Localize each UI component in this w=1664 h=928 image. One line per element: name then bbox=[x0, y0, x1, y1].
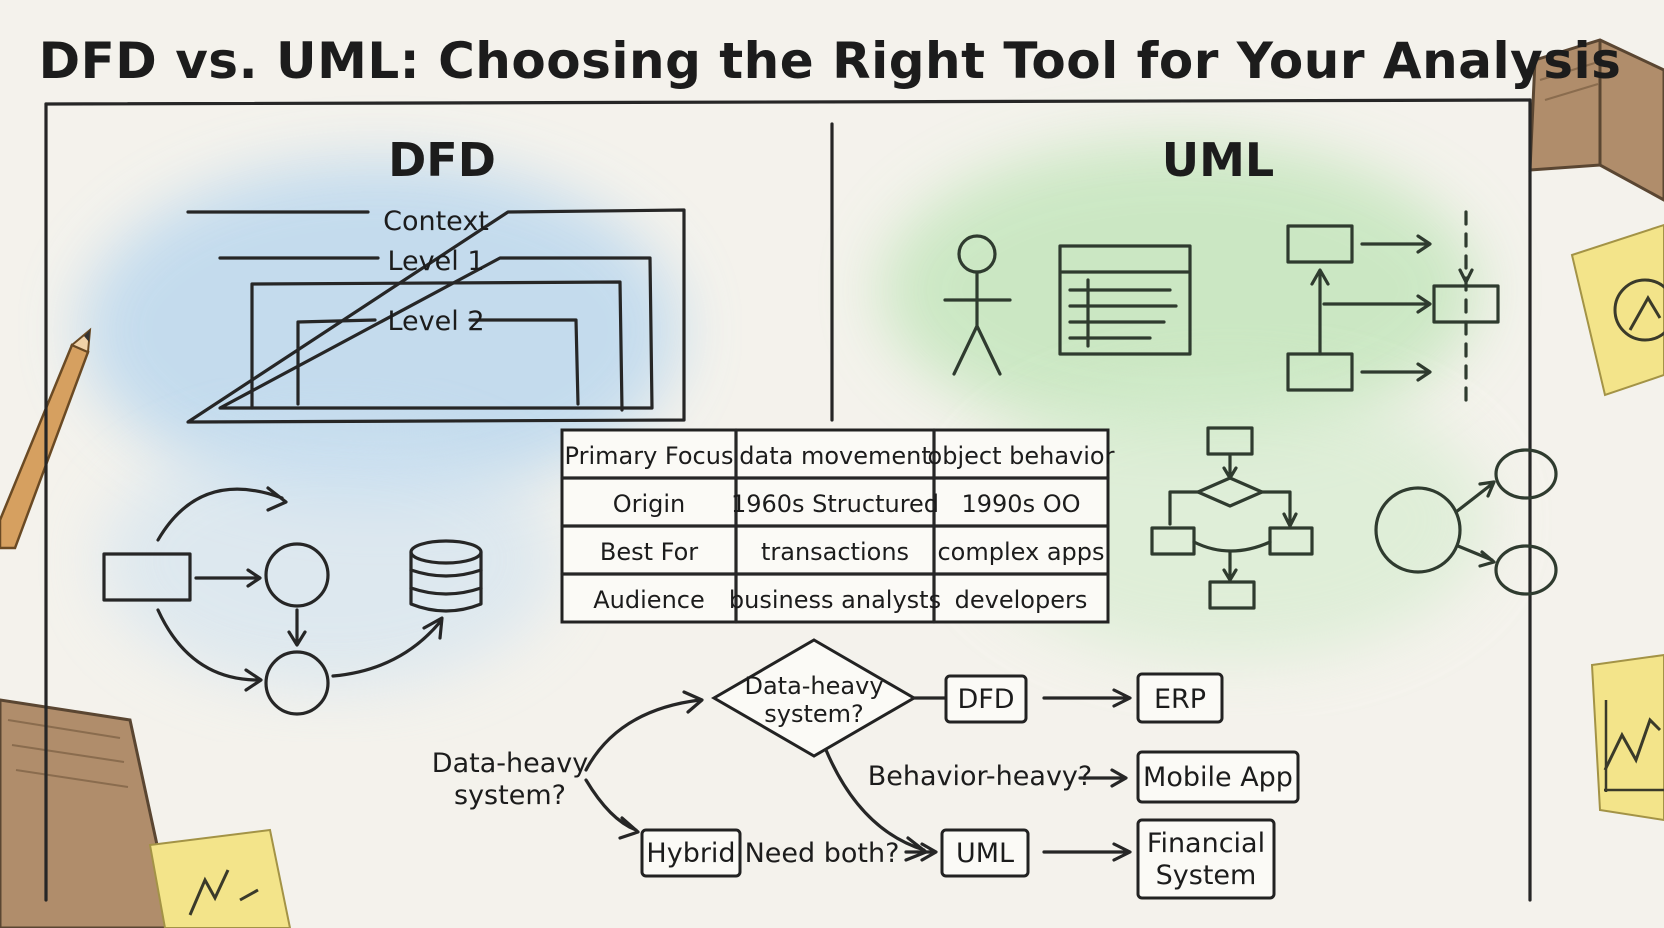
start-question-line1: Data-heavy bbox=[432, 748, 588, 779]
pencil-icon bbox=[0, 327, 92, 550]
diamond-question-line2: system? bbox=[764, 700, 864, 728]
table-cell: data movement bbox=[739, 442, 930, 470]
financial-system-example-box bbox=[1136, 818, 1276, 900]
mobile-app-example-box bbox=[1136, 750, 1300, 804]
dfd-level-context: Context bbox=[383, 206, 489, 237]
uml-activity-diagram-icon bbox=[1150, 426, 1314, 610]
uml-sequence-diagram-icon bbox=[1286, 210, 1500, 406]
book-bottom-left-icon bbox=[0, 698, 177, 928]
table-cell: Best For bbox=[600, 538, 698, 566]
table-cell: object behavior bbox=[928, 442, 1115, 470]
financial-system-label-line1: Financial bbox=[1147, 828, 1265, 859]
sticky-note-right-bottom-icon bbox=[1590, 653, 1664, 822]
board-frame bbox=[44, 98, 1532, 902]
financial-system-label-line2: System bbox=[1156, 860, 1257, 891]
table-cell: developers bbox=[955, 586, 1088, 614]
dfd-level-1: Level 1 bbox=[387, 246, 484, 277]
table-cell: Origin bbox=[613, 490, 686, 518]
hybrid-result-box bbox=[640, 828, 742, 878]
page-title: DFD vs. UML: Choosing the Right Tool for… bbox=[39, 32, 1622, 90]
uml-class-diagram-icon bbox=[1058, 244, 1192, 356]
decision-flowchart: Data-heavy system? Data-heavy system? DF… bbox=[432, 638, 1300, 900]
dfd-process-sketch bbox=[102, 486, 483, 716]
table-cell: 1990s OO bbox=[962, 490, 1081, 518]
diamond-question-line1: Data-heavy bbox=[744, 672, 883, 700]
dfd-result-box bbox=[944, 674, 1028, 724]
need-both-label: Need both? bbox=[745, 838, 900, 869]
table-cell: Primary Focus bbox=[565, 442, 734, 470]
erp-example-box bbox=[1136, 672, 1224, 724]
process-circle-icon bbox=[264, 650, 330, 716]
sticky-note-right-top-icon bbox=[1570, 223, 1664, 397]
dfd-result-label: DFD bbox=[957, 684, 1014, 715]
uml-heading: UML bbox=[1162, 133, 1274, 187]
dfd-levels-diagram: Context Level 1 Level 2 bbox=[186, 206, 686, 424]
start-question-line2: system? bbox=[454, 780, 566, 811]
table-cell: transactions bbox=[761, 538, 909, 566]
data-store-icon bbox=[409, 539, 483, 613]
uml-actor-icon bbox=[943, 234, 1012, 376]
table-cell: 1960s Structured bbox=[731, 490, 939, 518]
hybrid-result-label: Hybrid bbox=[646, 838, 735, 869]
external-entity-icon bbox=[102, 552, 192, 602]
mobile-app-example-label: Mobile App bbox=[1143, 762, 1293, 793]
uml-result-label: UML bbox=[956, 838, 1014, 869]
dfd-level-2: Level 2 bbox=[387, 306, 484, 337]
comparison-table: Primary Focus data movement object behav… bbox=[560, 428, 1115, 624]
erp-example-label: ERP bbox=[1154, 684, 1206, 715]
table-cell: business analysts bbox=[729, 586, 941, 614]
uml-result-box bbox=[940, 828, 1030, 878]
dfd-watercolor-wash bbox=[80, 160, 680, 690]
sticky-note-bottom-left-icon bbox=[148, 828, 292, 928]
decision-diamond bbox=[711, 638, 917, 758]
behavior-heavy-label: Behavior-heavy? bbox=[868, 761, 1092, 792]
uml-state-diagram-icon bbox=[1374, 448, 1558, 596]
table-cell: Audience bbox=[593, 586, 704, 614]
process-circle-icon bbox=[264, 542, 330, 608]
table-cell: complex apps bbox=[937, 538, 1104, 566]
dfd-heading: DFD bbox=[388, 133, 496, 187]
